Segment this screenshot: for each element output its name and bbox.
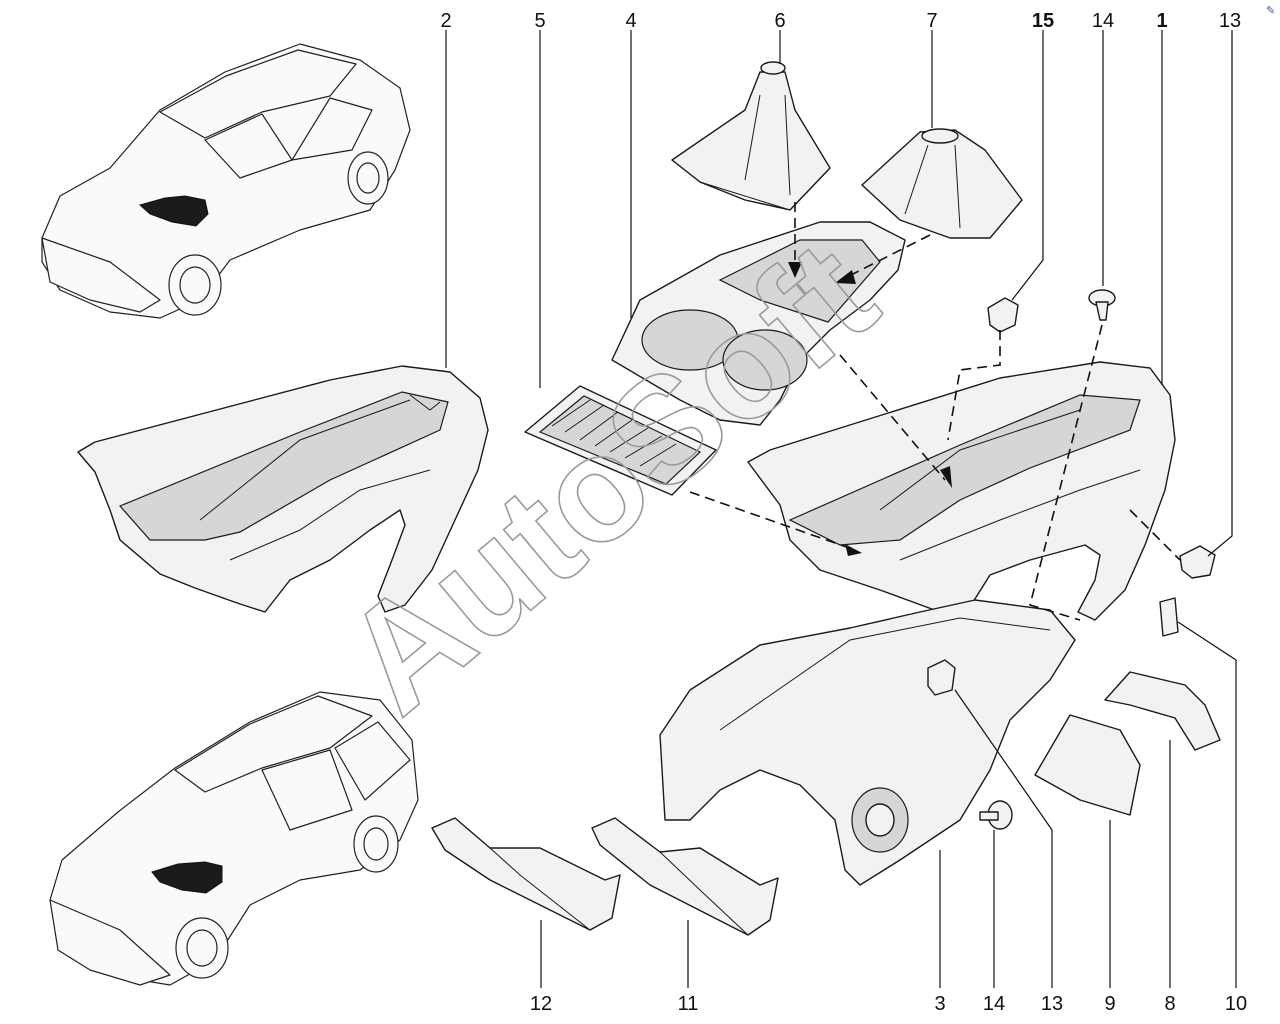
part-13-clip-lower xyxy=(927,659,956,696)
callout-14-bottom: 14 xyxy=(983,993,1005,1015)
hatchback-illustration xyxy=(49,691,419,986)
callout-3: 3 xyxy=(934,993,945,1015)
callout-13-top: 13 xyxy=(1219,10,1241,32)
callout-9: 9 xyxy=(1104,993,1115,1015)
part-12-bracket xyxy=(431,817,621,931)
part-5-mat xyxy=(524,385,717,496)
part-11-bracket xyxy=(591,817,779,936)
assembly-arrows xyxy=(689,202,1181,621)
callout-4: 4 xyxy=(625,10,636,32)
callout-6: 6 xyxy=(774,10,785,32)
part-9-bracket xyxy=(1034,714,1141,816)
sedan-illustration xyxy=(41,43,411,319)
part-7-gear-boot-alt xyxy=(861,128,1023,239)
part-14-push-pin-lower xyxy=(979,800,1013,830)
callout-15: 15 xyxy=(1032,10,1054,32)
callout-8: 8 xyxy=(1164,993,1175,1015)
callout-11: 11 xyxy=(678,993,699,1015)
part-2-console-side xyxy=(77,365,489,613)
callouts-top: 2 5 4 6 7 15 14 1 13 xyxy=(440,10,1241,32)
part-13-clip-right xyxy=(1179,545,1216,579)
callout-14-top: 14 xyxy=(1092,10,1114,32)
callout-1: 1 xyxy=(1156,10,1167,32)
callout-10: 10 xyxy=(1225,993,1247,1015)
part-4-center-cover xyxy=(611,221,906,426)
leader-lines xyxy=(445,30,1237,988)
callout-12: 12 xyxy=(530,993,552,1015)
part-10-pad xyxy=(1159,597,1179,637)
callout-7: 7 xyxy=(926,10,937,32)
callout-13-bottom: 13 xyxy=(1041,993,1063,1015)
part-15-clip xyxy=(987,297,1019,333)
part-14-push-pin-top xyxy=(1088,289,1116,321)
part-6-gear-boot xyxy=(671,61,831,211)
corner-pen-icon: ✎ xyxy=(1266,4,1275,17)
part-3-frame xyxy=(659,599,1076,886)
callout-5: 5 xyxy=(534,10,545,32)
callouts-bottom: 12 11 3 14 13 9 8 10 xyxy=(530,993,1247,1015)
callout-2: 2 xyxy=(440,10,451,32)
part-8-bracket xyxy=(1104,671,1221,751)
part-1-console-body xyxy=(747,361,1176,621)
